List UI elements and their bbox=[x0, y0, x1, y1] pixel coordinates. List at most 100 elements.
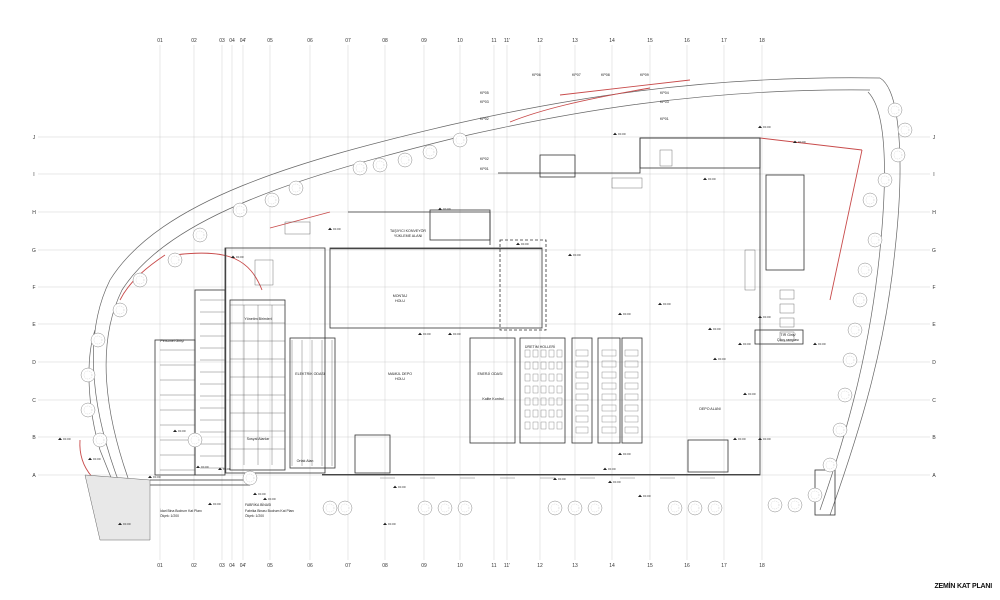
column-label: 04 bbox=[229, 38, 235, 44]
row-label: H bbox=[932, 210, 936, 216]
tree bbox=[890, 147, 906, 163]
column-label: 03 bbox=[219, 38, 225, 44]
tree bbox=[842, 352, 858, 368]
tree bbox=[587, 500, 603, 516]
tree bbox=[187, 432, 203, 448]
level-tag: ±0.00 bbox=[553, 477, 566, 481]
row-label: G bbox=[932, 248, 936, 254]
tree bbox=[457, 500, 473, 516]
level-text: ±0.00 bbox=[236, 255, 244, 259]
note-text: Ölçek: 1/200 bbox=[160, 514, 179, 518]
level-text: ±0.00 bbox=[398, 485, 406, 489]
hatched-area bbox=[84, 474, 151, 541]
column-label: 18 bbox=[759, 563, 765, 569]
tree bbox=[547, 500, 563, 516]
note-text: FABRİKA BİNASI bbox=[245, 502, 271, 507]
level-tag: ±0.00 bbox=[231, 255, 244, 259]
level-text: ±0.00 bbox=[63, 437, 71, 441]
tree bbox=[372, 157, 388, 173]
level-text: ±0.00 bbox=[763, 125, 771, 129]
note-text: Ölçek: 1/200 bbox=[245, 514, 264, 518]
level-text: ±0.00 bbox=[558, 477, 566, 481]
column-label: 08 bbox=[382, 38, 388, 44]
level-tag: ±0.00 bbox=[708, 327, 721, 331]
level-text: ±0.00 bbox=[93, 457, 101, 461]
level-tag: ±0.00 bbox=[713, 357, 726, 361]
level-tag: ±0.00 bbox=[813, 342, 826, 346]
room-label: TIR Giriş/ bbox=[780, 333, 795, 337]
level-text: ±0.00 bbox=[453, 332, 461, 336]
kp-label: KP09 bbox=[640, 73, 649, 77]
column-label: 03 bbox=[219, 563, 225, 569]
level-tag: ±0.00 bbox=[703, 177, 716, 181]
level-text: ±0.00 bbox=[258, 492, 266, 496]
level-tag: ±0.00 bbox=[758, 125, 771, 129]
kp-label: KP05 bbox=[480, 91, 489, 95]
column-label: 12 bbox=[537, 38, 543, 44]
tree bbox=[192, 227, 208, 243]
row-label: D bbox=[932, 360, 936, 366]
level-text: ±0.00 bbox=[423, 332, 431, 336]
level-text: ±0.00 bbox=[763, 437, 771, 441]
level-tag: ±0.00 bbox=[393, 485, 406, 489]
row-label: J bbox=[33, 135, 36, 141]
tree bbox=[112, 302, 128, 318]
level-text: ±0.00 bbox=[388, 522, 396, 526]
level-tag: ±0.00 bbox=[263, 497, 276, 501]
tree bbox=[422, 144, 438, 160]
drawing-notes: İdari Bina Bodrum Kat Planı Ölçek: 1/200… bbox=[160, 502, 294, 518]
kp-label: KP06 bbox=[532, 73, 541, 77]
room-label: Çıkış rampası bbox=[777, 338, 799, 342]
room-label: HOLU bbox=[395, 299, 405, 303]
tree bbox=[667, 500, 683, 516]
level-tag: ±0.00 bbox=[218, 467, 231, 471]
tree bbox=[837, 387, 853, 403]
note-text: İdari Bina Bodrum Kat Planı bbox=[160, 508, 202, 513]
tree bbox=[567, 500, 583, 516]
note-text: Fabrika Binası Bodrum Kat Planı bbox=[245, 509, 294, 513]
column-label: 05 bbox=[267, 38, 273, 44]
column-label: 06 bbox=[307, 563, 313, 569]
tree bbox=[687, 500, 703, 516]
tree bbox=[832, 422, 848, 438]
tree bbox=[288, 180, 304, 196]
level-text: ±0.00 bbox=[663, 302, 671, 306]
level-tag: ±0.00 bbox=[253, 492, 266, 496]
column-label: 11 bbox=[491, 38, 496, 44]
column-label: 02 bbox=[191, 563, 197, 569]
tree bbox=[242, 470, 258, 486]
column-label: 04' bbox=[240, 38, 247, 44]
level-text: ±0.00 bbox=[708, 177, 716, 181]
tree bbox=[80, 367, 96, 383]
tree bbox=[822, 457, 838, 473]
level-text: ±0.00 bbox=[613, 480, 621, 484]
level-tag: ±0.00 bbox=[568, 253, 581, 257]
level-tags: ±0.00±0.00±0.00±0.00±0.00±0.00±0.00±0.00… bbox=[58, 125, 826, 526]
level-text: ±0.00 bbox=[623, 452, 631, 456]
level-text: ±0.00 bbox=[178, 429, 186, 433]
column-label: 13 bbox=[572, 38, 578, 44]
kp-label: KP02 bbox=[480, 157, 489, 161]
row-label: I bbox=[33, 172, 34, 178]
kp-label: KP07 bbox=[572, 73, 581, 77]
tree bbox=[807, 487, 823, 503]
column-label: 16 bbox=[684, 38, 690, 44]
tree bbox=[322, 500, 338, 516]
level-text: ±0.00 bbox=[623, 312, 631, 316]
site-boundary bbox=[88, 77, 901, 516]
tree bbox=[437, 500, 453, 516]
level-text: ±0.00 bbox=[743, 342, 751, 346]
room-label: Ortak Alan bbox=[297, 459, 314, 463]
column-label: 17 bbox=[721, 563, 727, 569]
tree bbox=[857, 262, 873, 278]
level-tag: ±0.00 bbox=[88, 457, 101, 461]
column-label: 10 bbox=[457, 38, 463, 44]
level-text: ±0.00 bbox=[521, 242, 529, 246]
level-text: ±0.00 bbox=[153, 475, 161, 479]
tree bbox=[852, 292, 868, 308]
kp-label: KP01 bbox=[480, 167, 489, 171]
